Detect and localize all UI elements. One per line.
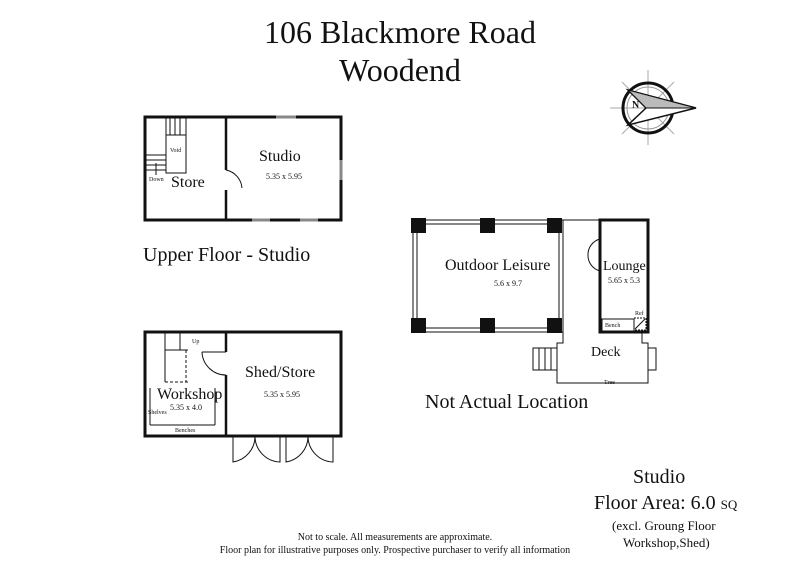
compass-rose [610, 70, 697, 145]
summary-note-line1: (excl. Groung Floor [612, 518, 716, 533]
page-title-line1: 106 Blackmore Road [264, 14, 536, 50]
room-store: Store [171, 174, 205, 191]
label-ref: Ref [635, 311, 644, 317]
room-lounge: Lounge [603, 259, 646, 274]
posts [411, 218, 562, 333]
summary-floor-area: Floor Area: 6.0 SQ [594, 492, 737, 515]
label-tree: Tree [604, 380, 615, 386]
disclaimer-line2: Floor plan for illustrative purposes onl… [219, 545, 571, 556]
room-deck: Deck [591, 345, 621, 360]
summary-title: Studio [633, 466, 686, 488]
room-studio: Studio [259, 148, 301, 165]
floor-area-value: Floor Area: 6.0 [594, 492, 716, 514]
summary-note-line2: Workshop,Shed) [623, 535, 710, 550]
upper-floor-caption: Upper Floor - Studio [143, 244, 311, 266]
room-workshop-dimensions: 5.35 x 4.0 [170, 403, 202, 412]
label-down: Down [149, 177, 164, 183]
label-benches: Benches [175, 428, 196, 434]
room-shed-store: Shed/Store [245, 364, 316, 381]
label-up: Up [192, 339, 200, 345]
room-shed-store-dimensions: 5.35 x 5.95 [264, 390, 300, 399]
north-arrow-icon: N [632, 100, 640, 111]
room-outdoor-leisure-dimensions: 5.6 x 9.7 [494, 279, 522, 288]
room-lounge-dimensions: 5.65 x 5.3 [608, 276, 640, 285]
label-void: Void [170, 148, 182, 154]
upper-floor-plan [143, 115, 343, 222]
floor-area-unit: SQ [720, 497, 738, 512]
room-workshop: Workshop [157, 386, 223, 403]
disclaimer-line1: Not to scale. All measurements are appro… [297, 532, 493, 543]
page-title-line2: Woodend [339, 52, 461, 88]
ground-floor-plan [143, 330, 343, 463]
room-outdoor-leisure: Outdoor Leisure [445, 257, 551, 274]
outdoor-caption: Not Actual Location [425, 391, 589, 413]
label-bench: Bench [605, 323, 621, 329]
room-studio-dimensions: 5.35 x 5.95 [266, 172, 302, 181]
label-shelves: Shelves [148, 410, 167, 416]
